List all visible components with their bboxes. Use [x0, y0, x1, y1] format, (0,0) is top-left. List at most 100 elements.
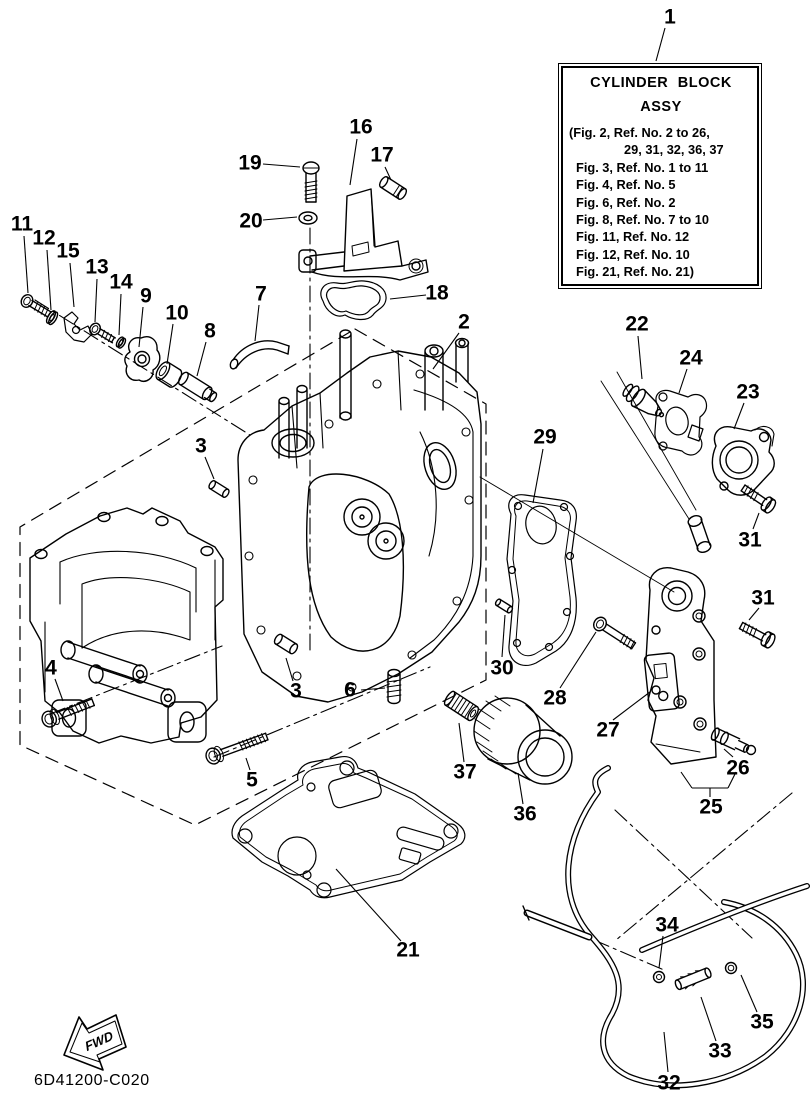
callout-20: 20: [239, 210, 262, 233]
callout-3: 3: [195, 435, 207, 458]
leader-line-21: [335, 868, 402, 942]
callout-16: 16: [349, 116, 372, 139]
leader-line-30: [501, 614, 506, 658]
washer-20-drawing: [298, 211, 318, 225]
leader-line-9: [138, 306, 144, 348]
callout-layer: 1233456789101112131415161718192021222324…: [11, 6, 775, 1095]
callout-35: 35: [750, 1011, 774, 1034]
leader-line-3: [285, 657, 294, 682]
leader-line-10: [166, 323, 174, 365]
bolt-31-lower-drawing: [738, 621, 776, 649]
dowel-3-upper-drawing: [208, 480, 230, 498]
callout-24: 24: [679, 347, 703, 370]
leader-line-26: [723, 748, 734, 758]
callout-22: 22: [625, 313, 648, 336]
stud-6-drawing: [386, 668, 402, 705]
pin-8-drawing: [177, 371, 218, 403]
leader-line-14: [118, 293, 122, 336]
callout-31: 31: [751, 587, 775, 610]
leader-line-31: [752, 512, 760, 530]
leader-line-31: [748, 607, 760, 621]
center-axis-lines: [34, 227, 793, 971]
dowel-3-lower-drawing: [273, 633, 299, 655]
callout-6: 6: [344, 679, 356, 702]
leader-line-12: [46, 249, 52, 311]
leader-line-18: [389, 294, 427, 300]
info-box-title: CYLINDER BLOCK: [590, 75, 732, 91]
callout-14: 14: [109, 271, 133, 294]
leader-line-3: [204, 456, 215, 480]
thermostat-cover-23-drawing: [711, 425, 775, 496]
leader-line-23: [733, 402, 745, 430]
info-box-line: Fig. 8, Ref. No. 7 to 10: [576, 212, 709, 228]
callout-18: 18: [425, 282, 449, 305]
fitting-26-drawing: [710, 727, 750, 753]
leader-line-13: [94, 278, 98, 323]
callout-37: 37: [453, 761, 476, 784]
bolt-31-upper-drawing: [740, 484, 777, 514]
bolt-19-drawing: [302, 161, 320, 203]
callout-36: 36: [513, 803, 536, 826]
oil-passage-cover-16-drawing: [298, 188, 429, 281]
gasket-21-drawing: [231, 755, 466, 899]
callout-5: 5: [246, 769, 258, 792]
info-box-line: Fig. 12, Ref. No. 10: [576, 246, 690, 262]
clamp-15-drawing: [63, 311, 93, 343]
callout-23: 23: [736, 381, 759, 404]
washer-14-drawing: [115, 336, 127, 349]
leader-line-11: [23, 235, 29, 294]
callout-19: 19: [238, 152, 261, 175]
bolt-4-drawing: [41, 698, 96, 728]
leader-line-1: [655, 27, 666, 62]
callout-32: 32: [657, 1072, 680, 1095]
side-cover-25-drawing: [645, 515, 717, 765]
callout-28: 28: [543, 687, 567, 710]
leader-line-25: [727, 771, 737, 789]
leader-line-16: [349, 138, 358, 186]
callout-7: 7: [255, 283, 267, 306]
callout-17: 17: [370, 144, 393, 167]
leader-line-17: [384, 166, 392, 181]
washer-12-drawing: [45, 310, 59, 326]
fwd-arrow: FWD: [63, 1014, 127, 1071]
gasket-24-drawing: [654, 389, 708, 456]
cylinder-block-assy-info-box: CYLINDER BLOCK ASSY (Fig. 2, Ref. No. 2 …: [558, 63, 762, 289]
oil-filter-36-drawing: [473, 695, 573, 785]
callout-4: 4: [45, 657, 57, 680]
diagram-part-code: 6D41200-C020: [34, 1072, 150, 1089]
leader-line-37: [458, 722, 465, 763]
leader-line-28: [559, 631, 597, 689]
callout-29: 29: [533, 426, 556, 449]
callout-11: 11: [11, 213, 34, 236]
bolt-5-drawing: [205, 732, 269, 765]
leader-line-25: [680, 771, 693, 789]
leader-line-29: [532, 448, 544, 504]
clip-ring-26-drawing: [745, 744, 757, 756]
leader-line-5: [245, 757, 251, 771]
leader-line-6: [360, 687, 386, 691]
info-box-line: Fig. 4, Ref. No. 5: [576, 177, 676, 193]
leader-line-8: [196, 341, 207, 377]
leader-line-20: [262, 216, 298, 221]
bolt-13-drawing: [89, 322, 116, 344]
pin-17-drawing: [378, 176, 408, 200]
leader-line-24: [678, 368, 688, 394]
leader-line-36: [517, 772, 524, 805]
callout-9: 9: [140, 285, 152, 308]
info-box-line: Fig. 6, Ref. No. 2: [576, 194, 676, 210]
plate-27-drawing: [643, 652, 680, 712]
leader-line-34: [658, 935, 664, 969]
dowel-30-drawing: [494, 598, 514, 614]
callout-26: 26: [726, 757, 749, 780]
hose-7-drawing: [229, 340, 290, 370]
callout-2: 2: [458, 311, 470, 334]
grommet-9-drawing: [124, 336, 161, 382]
callout-21: 21: [396, 939, 420, 962]
clip-34-drawing: [652, 970, 666, 984]
leader-line-32: [663, 1031, 669, 1073]
callout-12: 12: [32, 227, 55, 250]
callout-33: 33: [708, 1040, 731, 1063]
callout-10: 10: [165, 302, 188, 325]
callout-25: 25: [699, 796, 723, 819]
